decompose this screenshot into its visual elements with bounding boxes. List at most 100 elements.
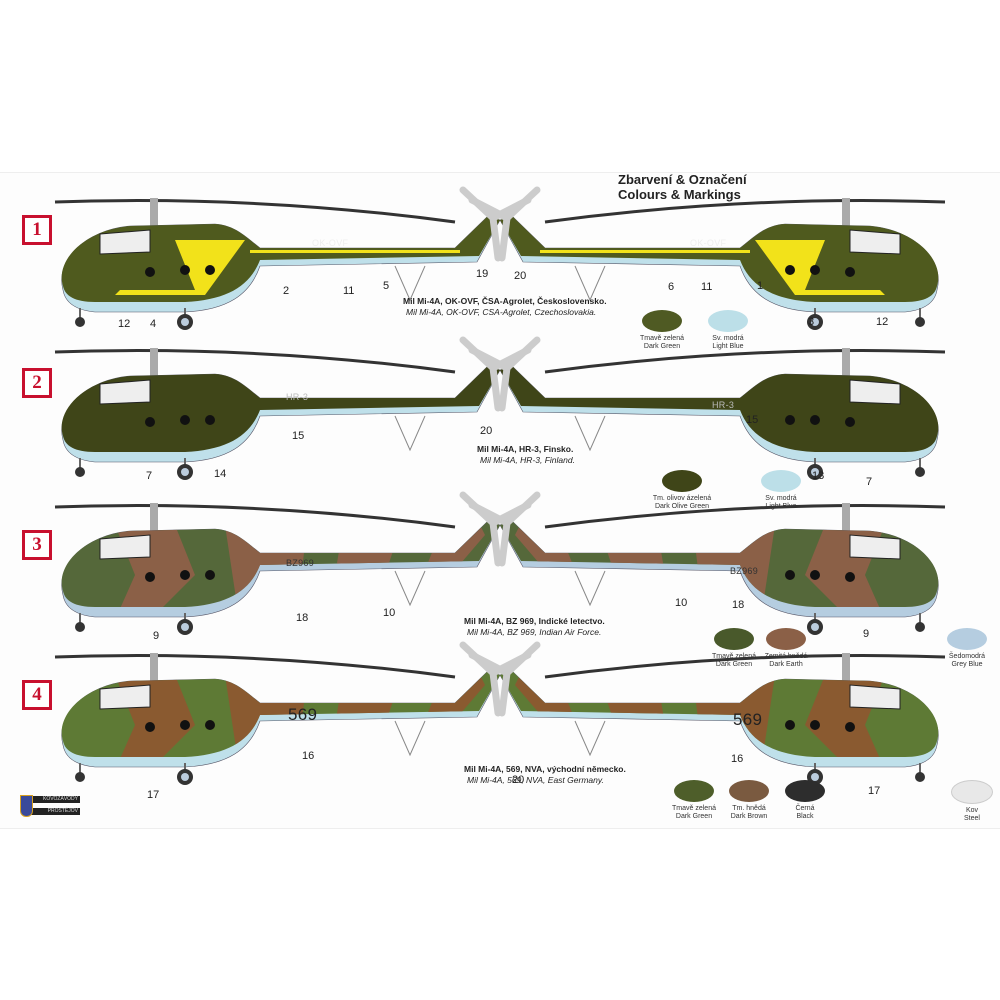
main-rotor-blade [54, 199, 456, 224]
helicopter-left-view [54, 186, 532, 330]
callout-number: 17 [868, 785, 881, 797]
swatch-label-czech: Tmavě zelená [712, 653, 756, 660]
tail-rotor [468, 186, 541, 262]
swatch-label-english: Dark Olive Green [654, 503, 710, 510]
callout-number: 20 [514, 270, 527, 282]
main-rotor-blade [54, 349, 456, 374]
callout-number: 15 [746, 414, 759, 426]
caption-czech: Mil Mi-4A, 569, NVA, východní německo. [464, 764, 626, 774]
helicopter-right-view [468, 336, 946, 480]
yellow-stripe [115, 240, 245, 295]
swatch-label-english: Dark Green [715, 661, 753, 668]
scheme-badge-3: 3 [22, 530, 52, 560]
callout-number: 9 [153, 630, 160, 642]
callout-number: 18 [732, 599, 745, 611]
callout-number: 3 [808, 316, 815, 328]
kovozavody-prostejov-logo: KOVOZÁVODY PROSTĚJOV [17, 794, 80, 820]
swatch-label-english: Light Blue [765, 503, 797, 510]
registration-right-4: 569 [733, 710, 763, 729]
swatch-label-czech: Tm. olivov ázelená [652, 495, 712, 502]
swatch-label-english: Dark Brown [730, 813, 768, 820]
rotor-hub [842, 348, 850, 376]
swatch-label-english: Steel [964, 815, 980, 822]
swatch-label-czech: Šedomodrá [948, 653, 986, 660]
callout-number: 7 [866, 476, 873, 488]
swatch-label-czech: Tmavě zelená [640, 335, 684, 342]
rotor-hub [150, 198, 158, 226]
callout-number: 9 [863, 628, 870, 640]
swatch-label-czech: Sv. modrá [712, 335, 744, 342]
swatch-colour [785, 780, 825, 802]
caption-czech: Mil Mi-4A, BZ 969, Indické letectvo. [464, 616, 605, 626]
main-rotor-blade [544, 654, 946, 679]
swatch-colour [662, 470, 702, 492]
caption-czech: Mil Mi-4A, HR-3, Finsko. [477, 444, 574, 454]
callout-number: 20 [480, 425, 493, 437]
scheme-badge-4: 4 [22, 680, 52, 710]
swatch-label-english: Dark Green [643, 343, 681, 350]
registration-right-2: HR-3 [712, 400, 735, 410]
logo-line-2: PROSTĚJOV [25, 808, 80, 815]
callout-number: 11 [343, 285, 355, 297]
nose-wheel [75, 772, 85, 782]
cockpit-window [99, 229, 151, 255]
nose-wheel [915, 622, 925, 632]
swatch-label-czech: Tmavě zelená [672, 805, 716, 812]
nose-wheel [75, 317, 85, 327]
tail-rotor [468, 641, 541, 717]
rotor-hub [842, 198, 850, 226]
swatch-colour [766, 628, 806, 650]
main-rotor-blade [54, 504, 456, 529]
caption-3: Mil Mi-4A, BZ 969, Indické letectvo.Mil … [464, 616, 605, 638]
cockpit-window [99, 379, 151, 405]
swatch-colour [642, 310, 682, 332]
registration-left-2: HR-3 [286, 392, 309, 402]
callout-number: 1 [757, 280, 764, 292]
caption-czech: Mil Mi-4A, OK-OVF, ČSA-Agrolet, Českoslo… [403, 296, 607, 306]
cockpit-window [849, 684, 901, 710]
caption-english: Mil Mi-4A, HR-3, Finland. [480, 455, 575, 465]
callout-number: 5 [383, 280, 390, 292]
callout-number: 12 [876, 316, 889, 328]
swatch-colour [708, 310, 748, 332]
logo-line-1: KOVOZÁVODY [25, 796, 80, 803]
scheme-badge-1: 1 [22, 215, 52, 245]
sheet-title: Zbarvení & Označení Colours & Markings [618, 172, 747, 202]
swatch-label-czech: Sv. modrá [765, 495, 797, 502]
swatch-label-english: Black [796, 813, 814, 820]
nose-wheel [75, 622, 85, 632]
tail-rotor [468, 336, 541, 412]
rotor-hub [150, 503, 158, 531]
rotor-hub [842, 503, 850, 531]
helicopter-left-view [54, 336, 532, 480]
rotor-hub [150, 653, 158, 681]
swatch-label-czech: Kov [965, 807, 979, 814]
helicopter-right-view [468, 186, 946, 330]
caption-2: Mil Mi-4A, HR-3, Finsko.Mil Mi-4A, HR-3,… [477, 444, 575, 466]
callout-number: 12 [118, 318, 131, 330]
callout-number: 13 [812, 470, 825, 482]
title-english: Colours & Markings [618, 187, 741, 202]
caption-english: Mil Mi-4A, BZ 969, Indian Air Force. [467, 627, 602, 637]
registration-right-1: OK-OVF [690, 238, 727, 248]
rotor-hub [842, 653, 850, 681]
swatch-label-english: Grey Blue [951, 661, 983, 668]
callout-number: 7 [146, 470, 153, 482]
nose-wheel [75, 467, 85, 477]
cockpit-window [849, 379, 901, 405]
callout-number: 15 [292, 430, 305, 442]
callout-number: 20 [512, 774, 525, 786]
callout-number: 16 [302, 750, 315, 762]
callout-number: 16 [731, 753, 744, 765]
swatch-colour [761, 470, 801, 492]
swatch-colour [951, 780, 993, 804]
nose-wheel [915, 772, 925, 782]
